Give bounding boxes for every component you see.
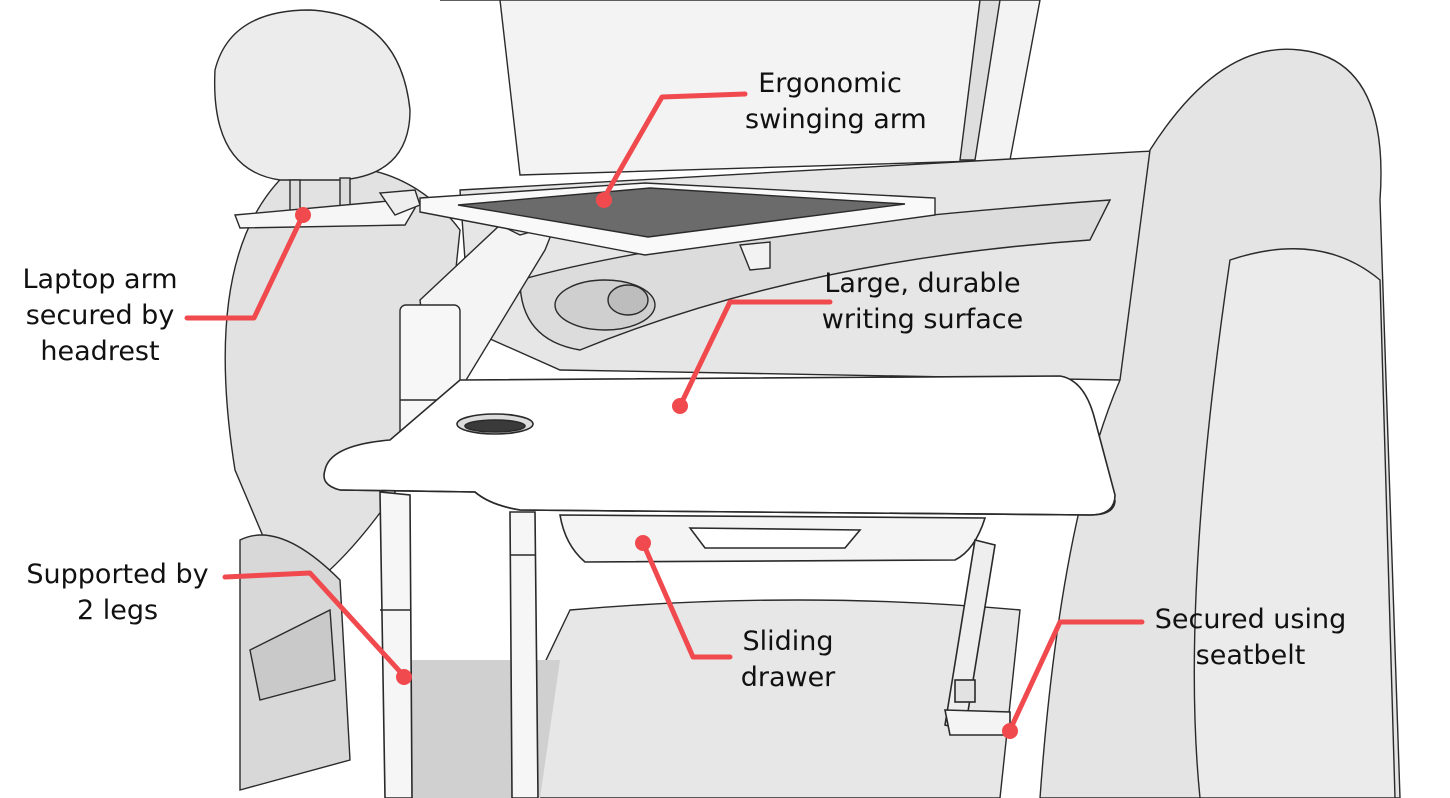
leg-right bbox=[509, 511, 539, 798]
callout-seatbelt-line-2: seatbelt bbox=[1195, 640, 1306, 671]
callout-legs-line-2: 2 legs bbox=[76, 595, 159, 626]
headrest-callout-line bbox=[184, 212, 306, 321]
callout-drawer: Sliding drawer bbox=[728, 624, 848, 696]
seatbelt-callout-dot bbox=[1002, 723, 1018, 739]
laptop-tray bbox=[419, 182, 936, 271]
headrest-mount bbox=[234, 177, 421, 229]
leg-left bbox=[379, 491, 413, 798]
surface-callout-line bbox=[677, 299, 833, 409]
seatbelt-buckle bbox=[944, 709, 1011, 736]
callout-headrest-line-1: Laptop arm bbox=[22, 264, 178, 295]
window-pillar bbox=[959, 0, 1001, 161]
headrest bbox=[213, 9, 411, 181]
callout-arm: Ergonomic swinging arm bbox=[745, 66, 927, 138]
callout-seatbelt: Secured using seatbelt bbox=[1148, 602, 1353, 674]
callout-drawer-line-1: Sliding bbox=[742, 626, 834, 657]
callout-legs-line-1: Supported by bbox=[26, 559, 209, 590]
rear-bench bbox=[479, 599, 1021, 798]
car-interior bbox=[213, 0, 1401, 798]
drawer-callout-line bbox=[640, 540, 733, 660]
arm-callout-line bbox=[601, 91, 748, 201]
callout-headrest-line-2: secured by bbox=[25, 300, 175, 331]
callout-headrest: Laptop arm secured by headrest bbox=[15, 262, 185, 370]
surface-callout-dot bbox=[672, 398, 688, 414]
arm-callout-dot bbox=[596, 192, 612, 208]
legs-callout-line bbox=[222, 570, 407, 679]
headrest-callout-dot bbox=[295, 207, 311, 223]
callout-arm-line-2: swinging arm bbox=[745, 104, 927, 135]
drawer-callout-dot bbox=[635, 535, 651, 551]
callout-dots bbox=[295, 192, 1018, 739]
callout-seatbelt-line-1: Secured using bbox=[1154, 604, 1347, 635]
legs-callout-dot bbox=[396, 669, 412, 685]
rear-window bbox=[440, 0, 1041, 176]
callout-drawer-line-2: drawer bbox=[740, 662, 836, 693]
callout-headrest-line-3: headrest bbox=[40, 336, 160, 367]
callout-surface-line-2: writing surface bbox=[821, 304, 1024, 335]
desk-top bbox=[323, 375, 1116, 516]
seat-pocket bbox=[249, 608, 336, 701]
seatbelt-callout-line bbox=[1007, 619, 1145, 733]
callout-lines bbox=[184, 91, 1145, 733]
front-seat-back bbox=[224, 165, 461, 601]
callout-arm-line-1: Ergonomic bbox=[758, 68, 902, 99]
rear-seat-cushion bbox=[1193, 248, 1396, 798]
writing-desk bbox=[323, 375, 1116, 798]
callout-surface-line-1: Large, durable bbox=[824, 268, 1021, 299]
callout-legs: Supported by 2 legs bbox=[20, 557, 215, 629]
callout-surface: Large, durable writing surface bbox=[820, 266, 1025, 338]
